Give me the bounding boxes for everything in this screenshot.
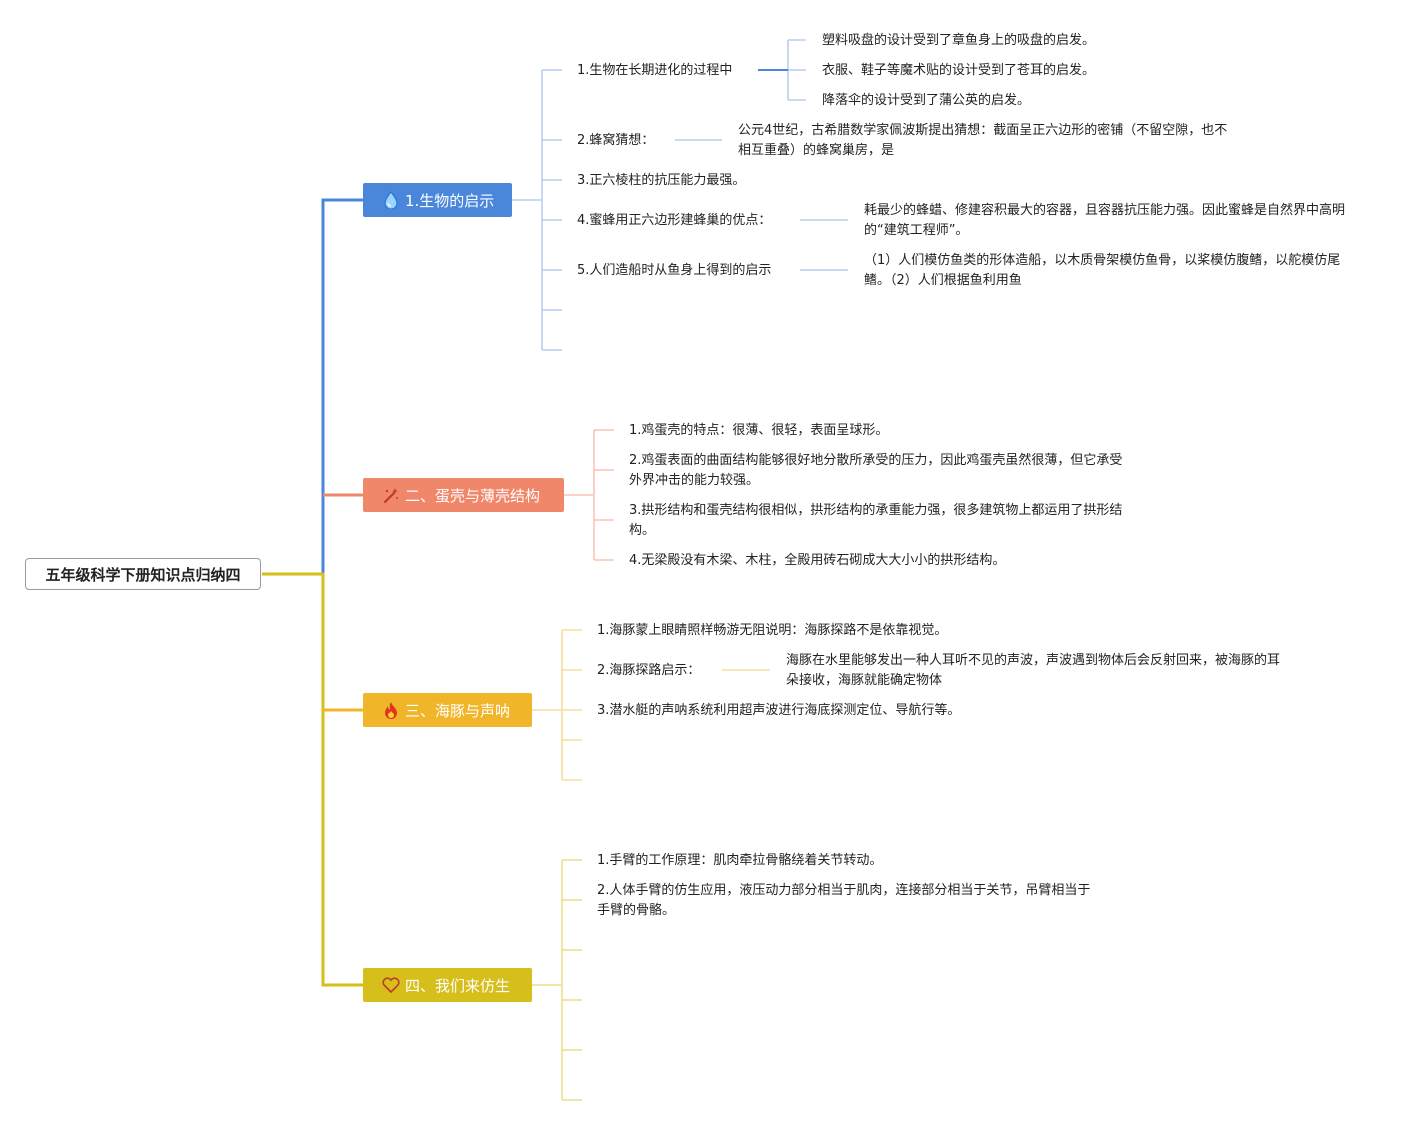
sub-item[interactable]: 降落伞的设计受到了蒲公英的启发。 <box>822 93 1031 108</box>
branch-biology-inspiration[interactable]: 1.生物的启示 <box>363 183 512 217</box>
list-item[interactable]: 1.手臂的工作原理：肌肉牵拉骨骼绕着关节转动。 <box>597 853 883 868</box>
list-item[interactable]: 5.人们造船时从鱼身上得到的启示 <box>577 263 772 278</box>
branch-label: 二、蛋壳与薄壳结构 <box>405 486 541 505</box>
trunk-blue <box>321 198 363 574</box>
list-item[interactable]: 1.鸡蛋壳的特点：很薄、很轻，表面呈球形。 <box>629 423 889 438</box>
list-item[interactable]: 3.拱形结构和蛋壳结构很相似，拱形结构的承重能力强，很多建筑物上都运用了拱形结构… <box>629 503 1123 538</box>
list-item[interactable]: 3.正六棱柱的抗压能力最强。 <box>577 173 746 188</box>
trunk-yellow-root <box>262 572 363 987</box>
magic-wand-icon <box>381 485 401 505</box>
list-item[interactable]: 2.蜂窝猜想： <box>577 133 655 148</box>
detail-text[interactable]: 海豚在水里能够发出一种人耳听不见的声波，声波遇到物体后会反射回来，被海豚的耳朵接… <box>786 653 1281 688</box>
sub-item[interactable]: 塑料吸盘的设计受到了章鱼身上的吸盘的启发。 <box>822 33 1096 48</box>
heart-icon <box>381 975 401 995</box>
fire-icon <box>381 700 401 720</box>
sub-item[interactable]: 衣服、鞋子等魔术贴的设计受到了苍耳的启发。 <box>822 63 1096 78</box>
list-item[interactable]: 4.蜜蜂用正六边形建蜂巢的优点： <box>577 213 772 228</box>
detail-text[interactable]: 耗最少的蜂蜡、修建容积最大的容器，且容器抗压能力强。因此蜜蜂是自然界中高明的“建… <box>864 203 1346 238</box>
branch-bionics[interactable]: 四、我们来仿生 <box>363 968 532 1002</box>
list-item[interactable]: 1.海豚蒙上眼睛照样畅游无阻说明：海豚探路不是依靠视觉。 <box>597 623 948 638</box>
list-item[interactable]: 4.无梁殿没有木梁、木柱，全殿用砖石砌成大大小小的拱形结构。 <box>629 553 1006 568</box>
branch-label: 三、海豚与声呐 <box>405 701 511 720</box>
water-drop-icon <box>381 190 401 210</box>
list-item[interactable]: 2.人体手臂的仿生应用，液压动力部分相当于肌肉，连接部分相当于关节，吊臂相当于手… <box>597 883 1091 918</box>
detail-text[interactable]: 公元4世纪，古希腊数学家佩波斯提出猜想：截面呈正六边形的密铺（不留空隙，也不相互… <box>738 123 1228 158</box>
branch-label: 四、我们来仿生 <box>405 976 511 995</box>
detail-text[interactable]: （1）人们模仿鱼类的形体造船，以木质骨架模仿鱼骨，以桨模仿腹鳍，以舵模仿尾鳍。（… <box>864 253 1341 288</box>
branch-label: 1.生物的启示 <box>405 191 495 210</box>
list-item[interactable]: 2.鸡蛋表面的曲面结构能够很好地分散所承受的压力，因此鸡蛋壳虽然很薄，但它承受外… <box>629 453 1123 488</box>
list-item[interactable]: 2.海豚探路启示： <box>597 663 701 678</box>
list-item[interactable]: 1.生物在长期进化的过程中 <box>577 63 733 78</box>
list-item[interactable]: 3.潜水艇的声呐系统利用超声波进行海底探测定位、导航行等。 <box>597 703 961 718</box>
branch-eggshell-structure[interactable]: 二、蛋壳与薄壳结构 <box>363 478 564 512</box>
root-topic[interactable]: 五年级科学下册知识点归纳四 <box>25 558 261 590</box>
branch-dolphin-sonar[interactable]: 三、海豚与声呐 <box>363 693 532 727</box>
